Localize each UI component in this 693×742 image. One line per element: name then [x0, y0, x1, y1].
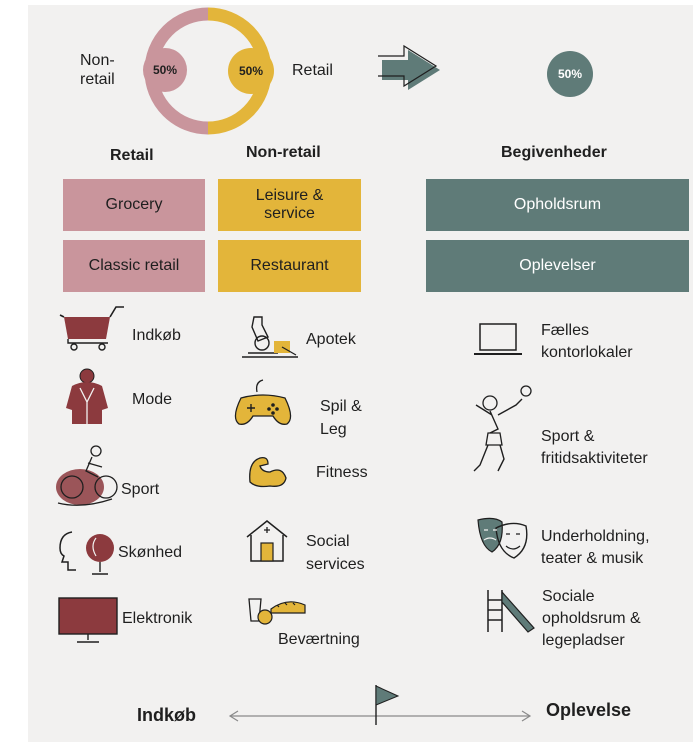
nonretail-header: Non-retail — [246, 144, 321, 161]
volleyball-player-icon — [473, 385, 532, 472]
events-header: Begivenheder — [501, 144, 607, 161]
shopping-cart-icon — [59, 306, 124, 351]
restaurant-box: Restaurant — [218, 240, 361, 292]
diagram-panel — [28, 5, 693, 742]
retail-item-label: Elektronik — [122, 610, 193, 627]
playground-slide-icon — [487, 590, 535, 633]
flexed-arm-icon — [249, 456, 287, 488]
monitor-icon — [58, 597, 118, 643]
retail-item-label: Sport — [121, 481, 160, 498]
retail-header: Retail — [110, 147, 154, 164]
beauty-face-icon — [59, 531, 114, 575]
retail-item-label: Skønhed — [118, 544, 183, 561]
axis-left-label: Indkøb — [137, 705, 196, 725]
event-item-label: Fælles kontorlokaler — [541, 322, 633, 361]
retail-share-circle: 50% — [228, 48, 274, 94]
cyclist-icon — [56, 445, 118, 506]
leisure-service-box: Leisure & service — [218, 179, 361, 231]
oplevelser-box: Oplevelser — [426, 240, 689, 292]
nonretail-item-label: Apotek — [306, 331, 356, 348]
event-item-label: Underholdning, teater & musik — [541, 528, 650, 567]
event-item-label: Sociale opholdsrum & legepladser — [542, 588, 641, 649]
flag-icon — [375, 685, 400, 725]
theater-masks-icon — [477, 517, 528, 559]
nonretail-item-label: Spil & Leg — [320, 398, 362, 438]
nonretail-share-circle: 50% — [143, 48, 187, 92]
microscope-icon — [242, 316, 298, 358]
events-share-circle: 50% — [547, 51, 593, 97]
opholdsrum-box: Opholdsrum — [426, 179, 689, 231]
nonretail-top-label: Non- retail — [80, 52, 115, 88]
event-item-label: Sport & fritidsaktiviteter — [541, 428, 648, 467]
axis-right-label: Oplevelse — [546, 700, 632, 720]
retail-top-label: Retail — [292, 62, 333, 79]
retail-item-label: Mode — [132, 391, 173, 408]
nonretail-item-label: Beværtning — [278, 631, 360, 648]
laptop-icon — [474, 323, 522, 355]
house-icon — [246, 520, 288, 562]
food-drink-icon — [248, 598, 306, 625]
dress-icon — [66, 368, 108, 424]
classic-retail-box: Classic retail — [63, 240, 205, 292]
nonretail-item-label: Fitness — [316, 464, 368, 481]
gamepad-icon — [234, 379, 292, 425]
grocery-box: Grocery — [63, 179, 205, 231]
retail-item-label: Indkøb — [132, 327, 181, 344]
nonretail-item-label: Social services — [306, 533, 365, 573]
